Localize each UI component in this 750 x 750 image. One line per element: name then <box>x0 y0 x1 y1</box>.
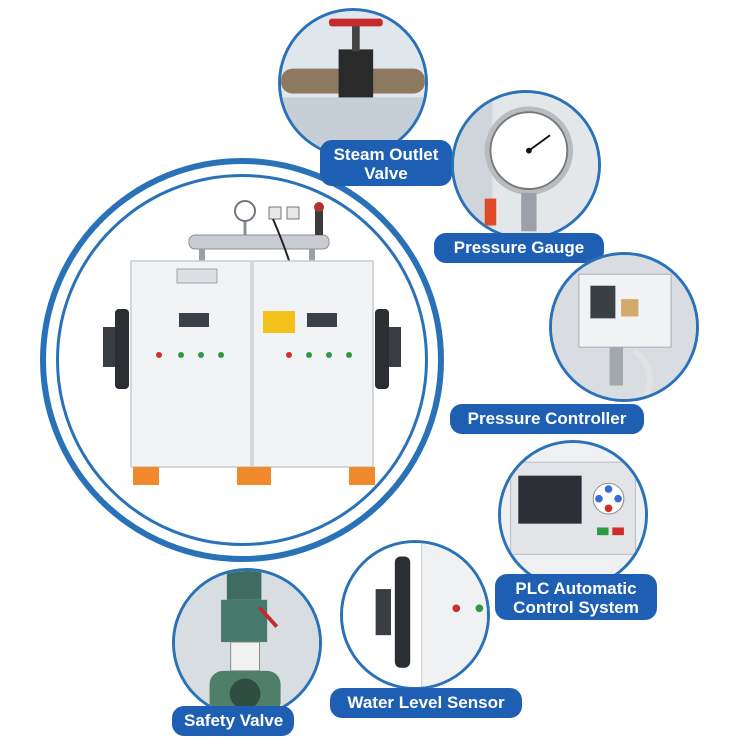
water-level-sensor-label: Water Level Sensor <box>330 688 522 718</box>
water-level-sensor-text: Water Level Sensor <box>347 693 505 712</box>
safety-valve-label: Safety Valve <box>172 706 294 736</box>
pressure-controller-photo <box>549 252 699 402</box>
water-level-sensor-photo <box>340 540 490 690</box>
pressure-controller-text: Pressure Controller <box>467 409 627 428</box>
pressure-controller-label: Pressure Controller <box>450 404 644 434</box>
safety-valve-photo <box>172 568 322 718</box>
steam-outlet-valve-photo <box>278 8 428 158</box>
electric-steam-boiler-illustration <box>103 200 401 485</box>
pressure-gauge-text: Pressure Gauge <box>453 238 585 257</box>
safety-valve-text: Safety Valve <box>184 711 284 730</box>
main-image-outer-ring <box>40 158 444 562</box>
pressure-gauge-photo <box>451 90 601 240</box>
steam-outlet-valve-text: Steam Outlet Valve <box>333 145 439 183</box>
plc-control-system-label: PLC Automatic Control System <box>495 574 657 620</box>
plc-control-system-text: PLC Automatic Control System <box>513 579 639 617</box>
steam-outlet-valve-label: Steam Outlet Valve <box>320 140 452 186</box>
boiler-main-image <box>56 174 428 546</box>
plc-control-panel-photo <box>498 440 648 590</box>
